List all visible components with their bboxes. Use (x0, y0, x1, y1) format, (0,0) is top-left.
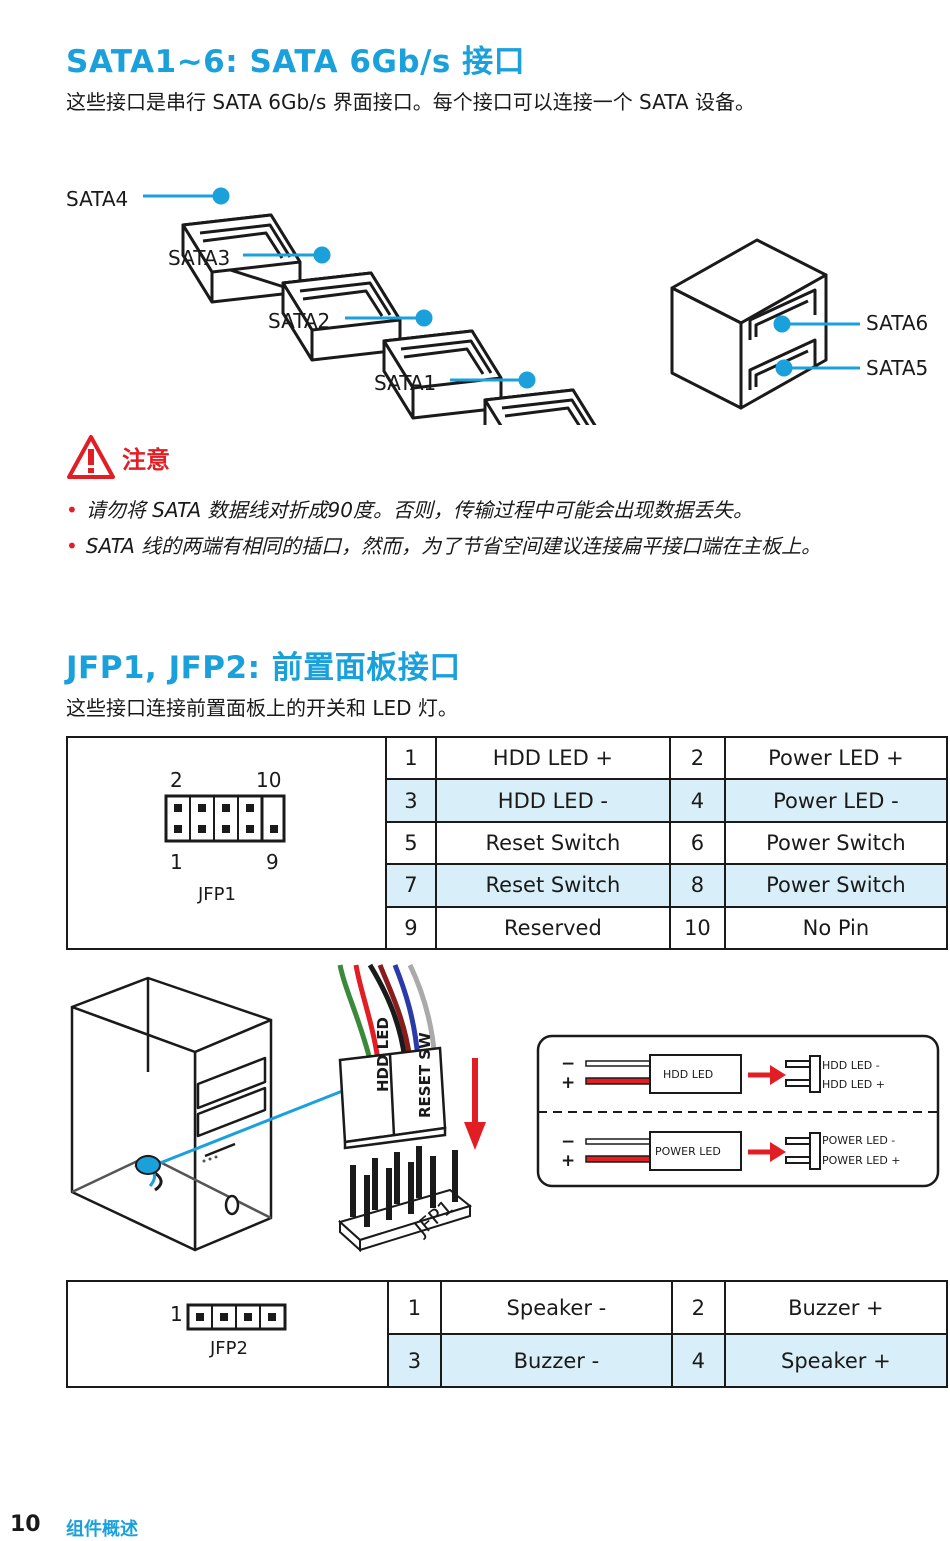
jfp2-name: JFP2 (210, 1338, 248, 1359)
sata56-port (670, 238, 828, 410)
note-title: 注意 (122, 446, 170, 474)
sata3-label: SATA3 (168, 246, 231, 270)
hdd-led-plug-label: HDD LED (663, 1068, 714, 1081)
pin-name: Reserved (434, 905, 672, 951)
minus-sign: − (561, 1054, 576, 1074)
sata-diagram (143, 187, 860, 425)
pin-name: Power Switch (723, 820, 949, 866)
pin-name: Speaker - (439, 1280, 673, 1335)
pin-number: 9 (385, 905, 437, 951)
sata6-label: SATA6 (866, 311, 929, 335)
table-row: 1 Speaker - 2 Buzzer + (387, 1280, 949, 1335)
table-row: 3 Buzzer - 4 Speaker + (387, 1333, 949, 1388)
table-row: 9 Reserved 10 No Pin (385, 905, 949, 951)
pin-name: Power Switch (723, 863, 949, 908)
arrow-down-icon (464, 1058, 486, 1150)
table-row: 7 Reset Switch 8 Power Switch (385, 863, 949, 908)
sata1-label: SATA1 (374, 371, 437, 395)
pin-number: 2 (670, 1280, 726, 1335)
plus-sign: + (561, 1151, 576, 1171)
jfp2-diagram-box (66, 1280, 388, 1388)
pin-name: Reset Switch (434, 820, 672, 866)
jfp1-header-icon (164, 794, 286, 843)
pin-name: HDD LED - (434, 778, 672, 823)
pin-number: 5 (385, 820, 437, 866)
front-panel-illustration (70, 963, 940, 1253)
jfp1-pin-label-2: 2 (170, 768, 183, 792)
table-row: 1 HDD LED + 2 Power LED + (385, 735, 949, 781)
sata-description: 这些接口是串行 SATA 6Gb/s 界面接口。每个接口可以连接一个 SATA … (66, 90, 755, 114)
pin-name: Power LED - (723, 778, 949, 823)
hdd-led-minus-label: HDD LED - (822, 1059, 880, 1072)
warning-icon (67, 435, 115, 479)
jfp1-pin-label-1: 1 (170, 850, 183, 874)
jfp2-pin-table: 1 Speaker - 2 Buzzer + 3 Buzzer - 4 Spea… (387, 1280, 949, 1388)
power-led-plug-label: POWER LED (655, 1145, 721, 1158)
page-number: 10 (10, 1512, 41, 1537)
sata-title: SATA1~6: SATA 6Gb/s 接口 (66, 44, 526, 80)
jfp1-pin-label-10: 10 (256, 768, 282, 792)
table-row: 5 Reset Switch 6 Power Switch (385, 820, 949, 866)
jfp-description: 这些接口连接前置面板上的开关和 LED 灯。 (66, 696, 458, 720)
bullet-icon: • (66, 498, 78, 522)
hdd-led-plus-label: HDD LED + (822, 1078, 885, 1091)
jfp1-plug (338, 1046, 447, 1150)
jfp1-header-pins (337, 1146, 473, 1253)
connector-label-reset-sw: RESET SW (416, 1032, 434, 1118)
pin-number: 1 (387, 1280, 442, 1335)
wire-bundle (337, 963, 438, 1061)
pin-number: 6 (669, 820, 726, 866)
pin-number: 4 (670, 1333, 726, 1388)
plus-sign: + (561, 1073, 576, 1093)
led-polarity-panel (536, 1034, 940, 1188)
pin-number: 10 (669, 905, 726, 951)
sata5-label: SATA5 (866, 356, 929, 380)
pin-name: Speaker + (723, 1333, 949, 1388)
pin-name: Buzzer - (439, 1333, 673, 1388)
jfp1-pin-table: 1 HDD LED + 2 Power LED + 3 HDD LED - 4 … (385, 735, 949, 951)
sata2-port (382, 329, 503, 420)
jfp1-diagram-box (66, 736, 386, 950)
section-name: 组件概述 (66, 1519, 138, 1540)
note-item: •请勿将 SATA 数据线对折成90度。否则，传输过程中可能会出现数据丢失。 (66, 498, 753, 522)
minus-sign: − (561, 1132, 576, 1152)
pc-case-icon (70, 976, 273, 1252)
jfp-title: JFP1, JFP2: 前置面板接口 (66, 650, 461, 686)
pin-number: 7 (385, 863, 437, 908)
table-row: 3 HDD LED - 4 Power LED - (385, 778, 949, 823)
pin-name: Reset Switch (434, 863, 672, 908)
pin-number: 1 (385, 735, 437, 781)
sata4-port (181, 213, 302, 304)
bullet-icon: • (66, 534, 78, 558)
power-led-minus-label: POWER LED - (822, 1134, 896, 1147)
pin-name: Buzzer + (723, 1280, 949, 1335)
connector-label-hdd-led: HDD LED (374, 1017, 392, 1092)
pin-name: Power LED + (723, 735, 949, 781)
pin-name: HDD LED + (434, 735, 672, 781)
jfp2-pin-label-1: 1 (170, 1302, 183, 1326)
sata3-port (281, 271, 402, 362)
pin-name: No Pin (723, 905, 949, 951)
power-led-plus-label: POWER LED + (822, 1154, 901, 1167)
jfp1-name: JFP1 (198, 884, 236, 905)
pin-number: 8 (669, 863, 726, 908)
sata1-port (483, 388, 597, 425)
sata2-label: SATA2 (268, 309, 331, 333)
pin-number: 3 (387, 1333, 442, 1388)
pin-number: 2 (669, 735, 726, 781)
sata4-label: SATA4 (66, 187, 129, 211)
jfp1-pin-label-9: 9 (266, 850, 279, 874)
note-item: •SATA 线的两端有相同的插口，然而，为了节省空间建议连接扁平接口端在主板上。 (66, 534, 822, 558)
pin-number: 3 (385, 778, 437, 823)
pin-number: 4 (669, 778, 726, 823)
jfp2-header-icon (186, 1303, 287, 1331)
